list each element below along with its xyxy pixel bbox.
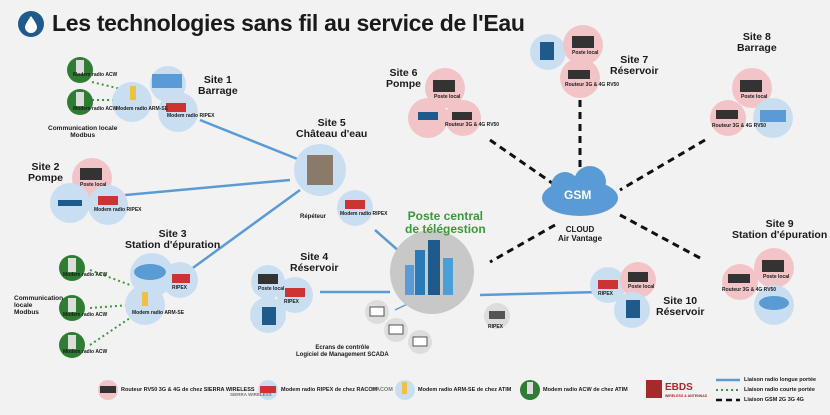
site9-group (722, 248, 794, 325)
central-group (390, 230, 474, 314)
ripex-label-6: RIPEX (488, 324, 504, 330)
armse-icon (130, 86, 136, 100)
routeur-label-3: Routeur 3G & 4G RV50 (712, 123, 767, 129)
dam-icon (152, 74, 182, 88)
site8-group (710, 68, 793, 138)
legend-routeur: Routeur RV50 3G & 4G de chez SIERRA WIRE… (121, 387, 255, 393)
poste-label-5: Poste local (741, 94, 768, 100)
poste-label-1: Poste local (80, 182, 107, 188)
legend-short: Liaison radio courte portée (744, 387, 815, 393)
acw-label-3: Modem radio ACW (63, 272, 108, 278)
poste-label-7: Poste local (628, 284, 655, 290)
scada-group (365, 300, 510, 354)
gsm-cloud (542, 166, 618, 216)
site7-group (530, 25, 603, 98)
armse-label-2: Modem radio ARM-SE (132, 310, 185, 316)
poste-label-3: Poste local (434, 94, 461, 100)
legend-ripex: Modem radio RIPEX de chez RACOM (281, 387, 378, 393)
armse-label-1: Modem radio ARM-SE (116, 106, 169, 112)
legend-long: Liaison radio longue portée (744, 377, 817, 383)
legend-gsm: Liaison GSM 2G 3G 4G (744, 397, 804, 403)
pump-icon (58, 200, 82, 206)
ripex-label-2: Modem radio RIPEX (94, 207, 142, 213)
poste-label-6: Poste local (763, 274, 790, 280)
ripex-label-4: RIPEX (284, 299, 300, 305)
legend-icons (98, 378, 740, 402)
site2-group (50, 158, 128, 225)
short-range-links (89, 81, 131, 346)
water-drop-icon (18, 10, 44, 37)
acw-label-2: Modem radio ACW (73, 106, 118, 112)
legend-armse: Modem radio ARM-SE de chez ATIM (418, 387, 512, 393)
ripex-icon-2 (98, 196, 118, 205)
ripex-icon (166, 103, 186, 112)
site6-group (408, 68, 481, 138)
ebds-logo (646, 380, 662, 398)
legend-acw: Modem radio ACW de chez ATIM (543, 387, 628, 393)
acw-label-4: Modem radio ACW (63, 312, 108, 318)
site4-group (250, 265, 313, 333)
routeur-label-4: Routeur 3G & 4G RV50 (722, 287, 777, 293)
site1-armse-circle (112, 82, 152, 122)
legend-racom: RACOM (372, 387, 393, 393)
acw-label-1: Modem radio ACW (73, 72, 118, 78)
acw-label-5: Modem radio ACW (63, 349, 108, 355)
ripex-label-3: RIPEX (172, 285, 188, 291)
poste-label-4: Poste local (572, 50, 599, 56)
routeur-label-2: Routeur 3G & 4G RV50 (565, 82, 620, 88)
ripex-label-5: Modem radio RIPEX (340, 211, 388, 217)
treatment-icon (134, 264, 166, 280)
poste-local-icon (80, 168, 102, 180)
gsm-links (489, 100, 706, 264)
ripex-label-7: RIPEX (598, 291, 614, 297)
site3-group (59, 253, 198, 358)
legend-ebds: EBDS (665, 382, 693, 393)
title-row: Les technologies sans fil au service de … (18, 10, 525, 37)
legend-ebds-sub: WIRELESS & ANTENNAS (665, 394, 708, 398)
repeater-label: Répéteur (300, 214, 327, 220)
legend-sierra: SIERRA WIRELESS (230, 392, 272, 397)
gsm-label: GSM (564, 188, 592, 202)
routeur-label-1: Routeur 3G & 4G RV50 (445, 122, 500, 128)
site1-group (67, 57, 198, 132)
ripex-label-1: Modem radio RIPEX (167, 113, 215, 119)
long-range-links (124, 118, 601, 297)
page-title: Les technologies sans fil au service de … (52, 10, 525, 36)
site5-group (294, 144, 373, 226)
poste-label-2: Poste local (258, 286, 285, 292)
site10-group (590, 262, 656, 328)
